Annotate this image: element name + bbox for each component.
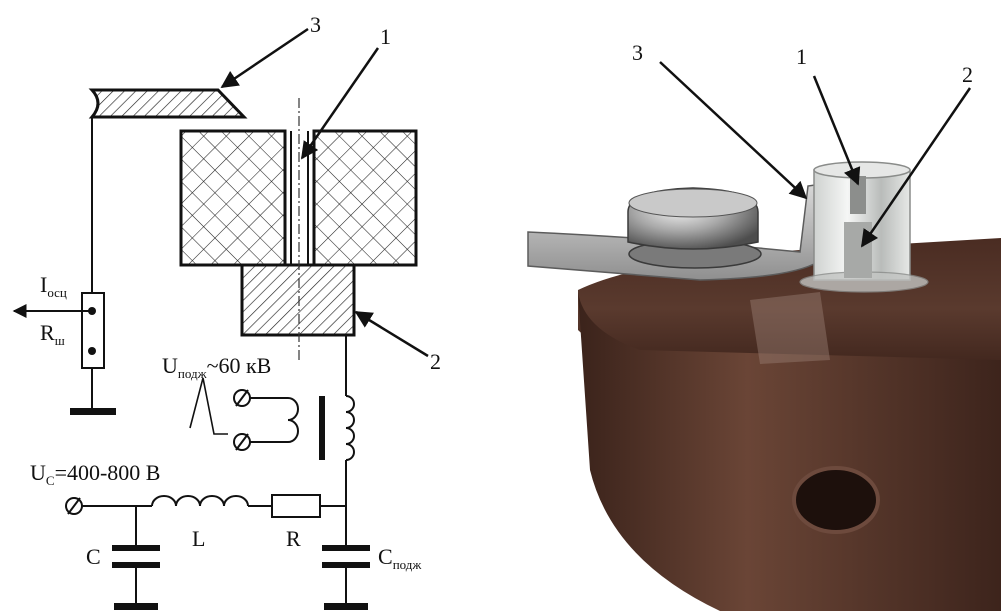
ignition-capacitor-label: Cподж bbox=[378, 544, 422, 572]
photo-callout-3-label: 3 bbox=[632, 40, 643, 65]
electrode-2 bbox=[240, 263, 356, 337]
photo-callout-3-arrow bbox=[659, 61, 808, 200]
callout-2-label: 2 bbox=[430, 349, 441, 374]
ignition-voltage-label: Uподж~60 кВ bbox=[162, 353, 271, 381]
callout-1-label: 1 bbox=[380, 24, 391, 49]
capacitor-ign-plate-top bbox=[322, 545, 370, 551]
photo-callout-1-arrow bbox=[812, 75, 861, 186]
shunt-label: Rш bbox=[40, 320, 65, 348]
shunt-tap-bottom bbox=[88, 347, 96, 355]
photo-callout-2-label: 2 bbox=[962, 62, 973, 87]
callout-3-label: 3 bbox=[310, 12, 321, 37]
bolt-head-top bbox=[628, 188, 758, 218]
supply-voltage-label: UC=400-800 В bbox=[30, 460, 160, 488]
disk-reflection bbox=[750, 292, 830, 364]
ground-ign bbox=[324, 603, 368, 610]
osc-current-label: Iосц bbox=[40, 272, 67, 300]
disk-hole-rim bbox=[792, 466, 880, 534]
capacitor-ign-plate-bottom bbox=[322, 562, 370, 568]
shunt-resistor bbox=[81, 292, 105, 369]
transformer-secondary-coil bbox=[345, 395, 355, 461]
callout-3-arrow bbox=[220, 27, 309, 89]
glass-cylinder-top bbox=[813, 161, 911, 179]
callout-1-arrow bbox=[300, 47, 380, 160]
resistor-label: R bbox=[286, 526, 301, 551]
ground-C bbox=[114, 603, 158, 610]
capacitor-label: C bbox=[86, 544, 101, 569]
inductor-label: L bbox=[192, 526, 205, 551]
schematic: 3 1 2 Iосц Rш Uподж~60 кВ UC=400-800 В L… bbox=[12, 12, 441, 610]
photo-callout-1-label: 1 bbox=[796, 44, 807, 69]
ground-symbol bbox=[70, 408, 116, 415]
disk-hole bbox=[794, 468, 878, 532]
crosshatch-block-right bbox=[312, 129, 418, 267]
primary-terminal-bottom-slash bbox=[235, 433, 249, 451]
primary-terminal-top-slash bbox=[235, 389, 249, 407]
photo-callout-2-arrow bbox=[860, 87, 972, 248]
capacitor-C-plate-top bbox=[112, 545, 160, 551]
capacitor-C-plate-bottom bbox=[112, 562, 160, 568]
resistor-R bbox=[271, 494, 321, 518]
transformer-primary-coil bbox=[260, 397, 299, 443]
inductor-L bbox=[151, 495, 249, 507]
supply-terminal-slash bbox=[67, 497, 81, 515]
photo: 3 1 2 bbox=[527, 40, 1001, 611]
crosshatch-block-left bbox=[179, 129, 287, 267]
inner-electrode-2 bbox=[844, 222, 872, 278]
disk-side bbox=[578, 292, 1001, 611]
callout-2-arrow bbox=[354, 310, 429, 358]
pulse-symbol bbox=[189, 377, 228, 435]
transformer-core bbox=[319, 396, 325, 460]
electrode-3 bbox=[88, 88, 248, 119]
